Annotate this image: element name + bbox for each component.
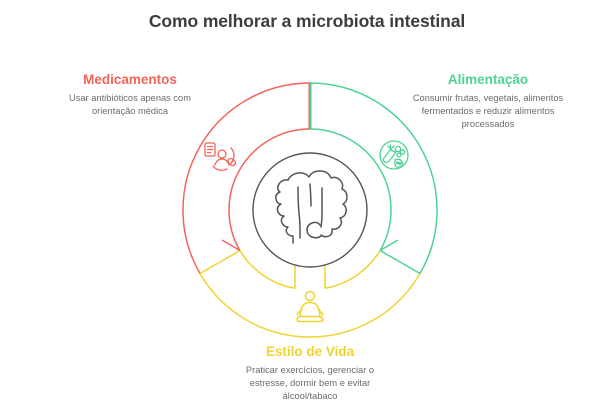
segment-heading-medicamentos: Medicamentos <box>83 72 177 87</box>
segment-label-medicamentos: Medicamentos Usar antibióticos apenas co… <box>55 72 205 118</box>
divider-left-red <box>199 249 241 275</box>
segment-body-medicamentos: Usar antibióticos apenas com orientação … <box>69 92 191 117</box>
outer-arc-medicamentos <box>182 82 311 274</box>
intestine-icon <box>275 170 348 244</box>
meditation-icon <box>296 290 324 323</box>
segment-label-estilo-de-vida: Estilo de Vida Praticar exercícios, gere… <box>235 344 385 403</box>
outer-arc-alimentacao <box>309 82 438 274</box>
center-circle <box>252 152 368 268</box>
patient-record-icon <box>204 142 237 171</box>
segment-body-alimentacao: Consumir frutas, vegetais, alimentos fer… <box>412 92 564 130</box>
segment-label-alimentacao: Alimentação Consumir frutas, vegetais, a… <box>408 72 568 131</box>
inner-notch-right <box>379 239 399 252</box>
segment-heading-alimentacao: Alimentação <box>447 72 529 87</box>
page-title: Como melhorar a microbiota intestinal <box>148 11 466 31</box>
inner-arc-estilo-right <box>324 250 381 290</box>
divider-right-green <box>379 249 421 275</box>
inner-arc-medicamentos <box>228 128 311 251</box>
segment-heading-estilo-de-vida: Estilo de Vida <box>265 344 355 359</box>
segment-body-estilo-de-vida: Praticar exercícios, gerenciar o estress… <box>245 364 375 402</box>
vegetables-icon <box>379 140 409 170</box>
outer-arc-estilo <box>199 273 421 338</box>
inner-arc-estilo-left <box>239 250 296 290</box>
inner-arc-alimentacao <box>309 128 392 251</box>
inner-notch-left <box>221 239 241 252</box>
